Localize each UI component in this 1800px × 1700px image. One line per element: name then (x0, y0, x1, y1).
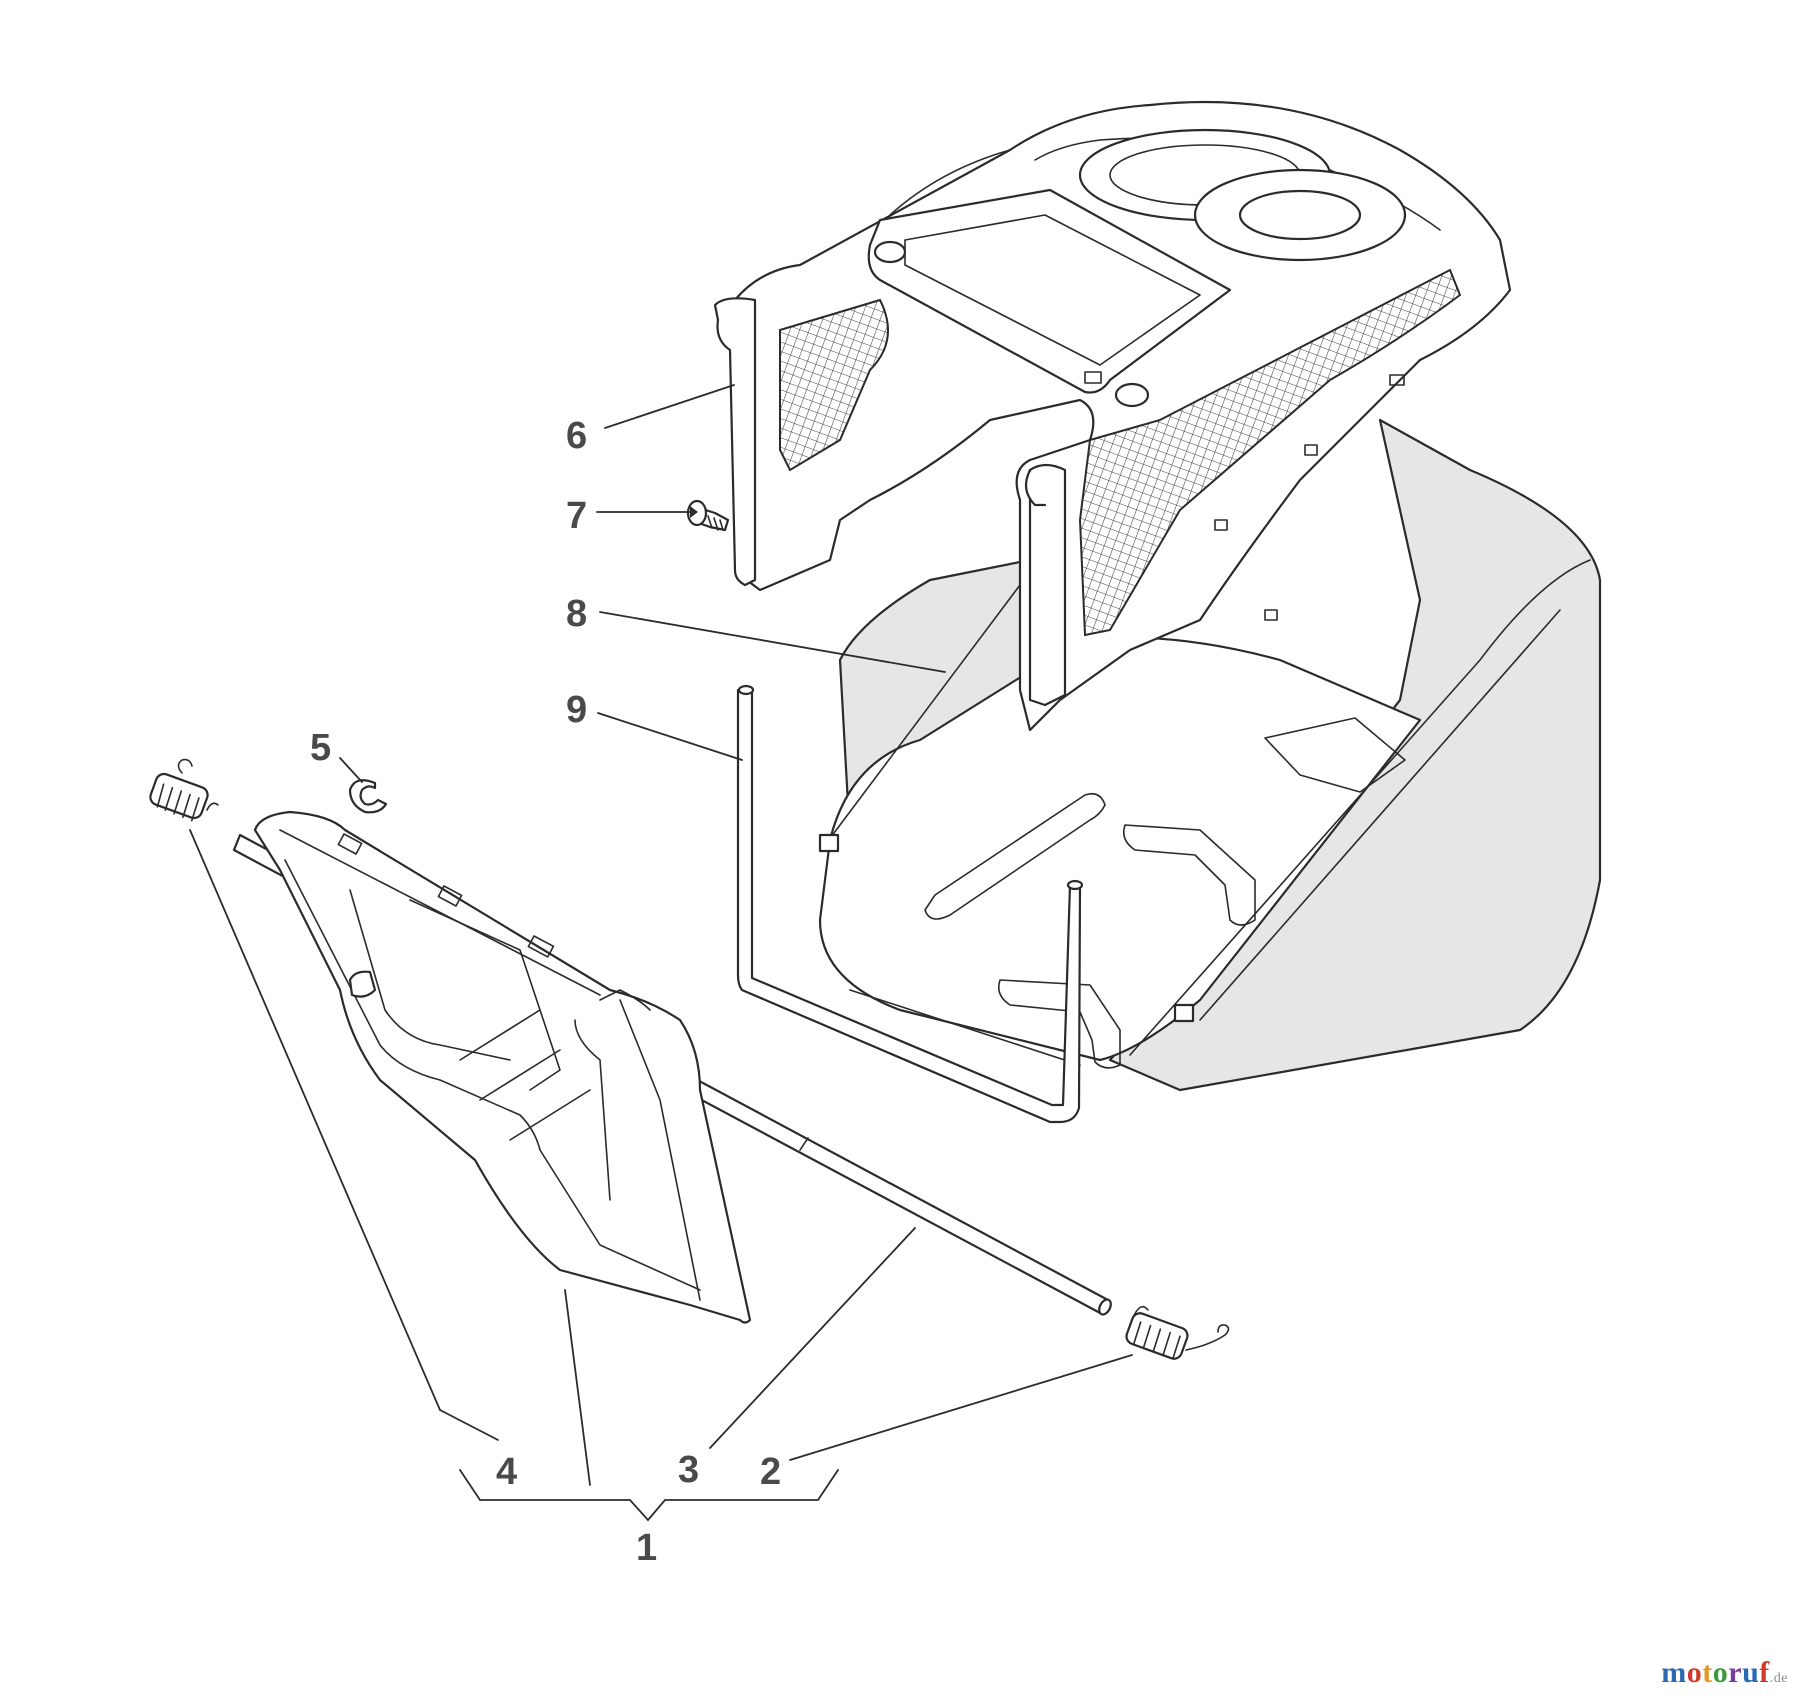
assembly-bracket (459, 1469, 839, 1522)
callout-9: 9 (566, 689, 587, 731)
screw-part-7 (686, 499, 730, 532)
watermark-suffix: .de (1769, 1671, 1788, 1686)
leader-1-flap (564, 1289, 591, 1486)
circlip-part-5 (348, 779, 388, 814)
watermark-text: motoruf (1661, 1656, 1770, 1689)
callout-6: 6 (566, 415, 587, 457)
spring-left-part-4 (149, 758, 219, 822)
leader-6 (604, 384, 735, 429)
frame-rod-part-9 (736, 684, 1084, 1124)
callout-2: 2 (760, 1451, 781, 1493)
callout-3: 3 (678, 1449, 699, 1491)
catcher-top-part-6 (713, 100, 1512, 732)
leader-8 (599, 611, 946, 673)
leader-4 (189, 829, 441, 1411)
rear-flap-part-1 (253, 810, 752, 1324)
callout-8: 8 (566, 593, 587, 635)
leader-7-arrow (690, 506, 698, 518)
watermark-logo: motoruf.de (1661, 1656, 1788, 1690)
spring-right-part-2 (1125, 1305, 1230, 1360)
callout-4: 4 (496, 1451, 517, 1493)
leader-lines (189, 384, 1133, 1522)
leader-5 (339, 757, 363, 783)
leader-9 (597, 712, 743, 761)
leader-3 (709, 1227, 916, 1449)
leader-2 (789, 1354, 1133, 1461)
callout-1: 1 (636, 1527, 657, 1569)
leader-4b (439, 1409, 499, 1441)
callouts: 6 7 8 9 5 4 3 2 1 (310, 415, 781, 1569)
grass-bag-part-8 (818, 418, 1602, 1092)
callout-5: 5 (310, 727, 331, 769)
callout-7: 7 (566, 495, 587, 537)
